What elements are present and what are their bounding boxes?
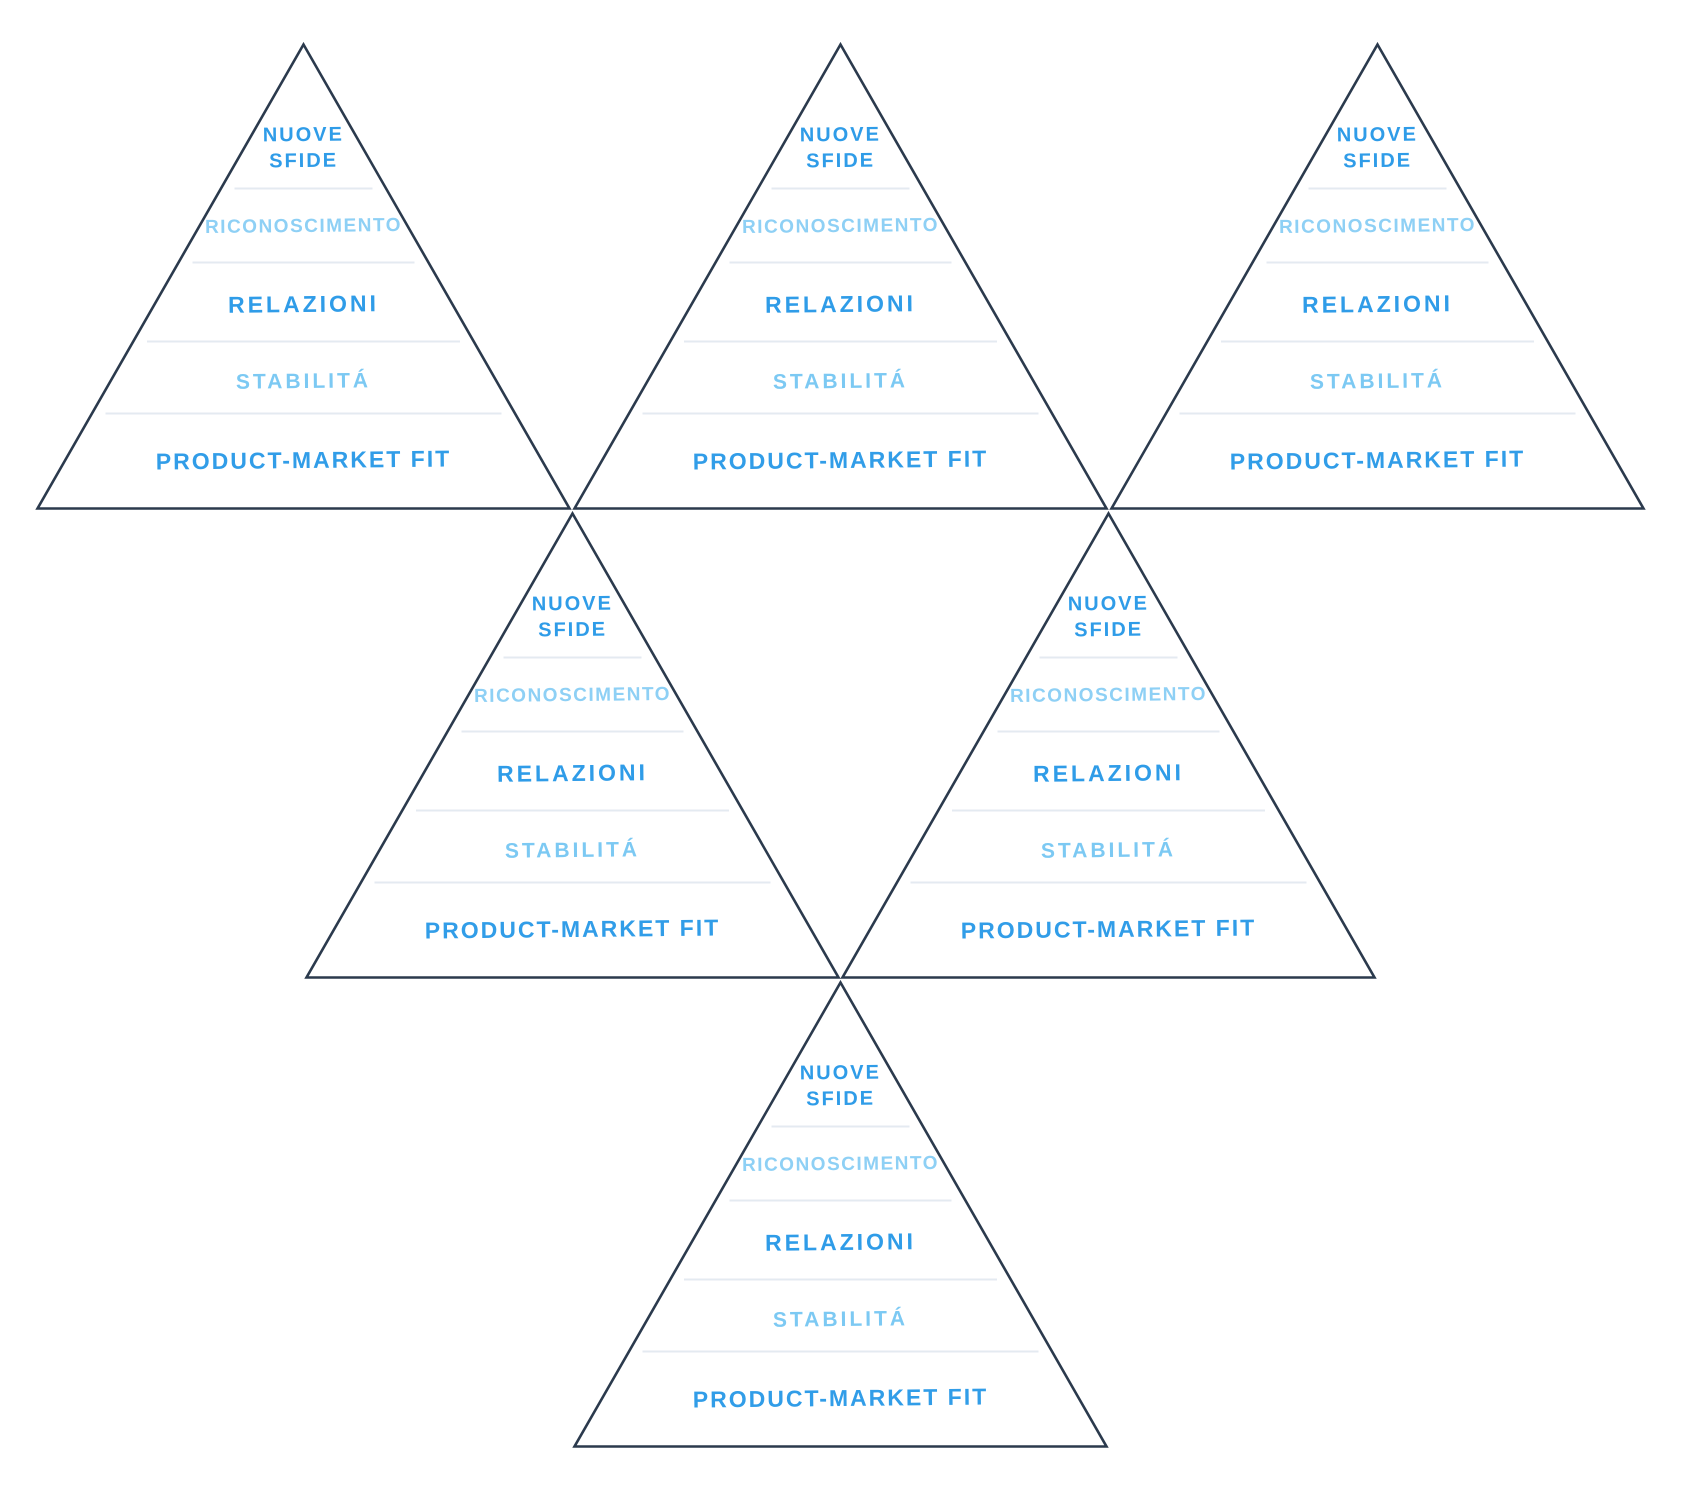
pyramid-outline: [304, 511, 841, 979]
level-label-product-market-fit: PRODUCT-MARKET FIT: [960, 914, 1257, 944]
pyramid-middle-right: NUOVE SFIDE RICONOSCIMENTO RELAZIONI STA…: [840, 511, 1377, 980]
pyramid-middle-left: NUOVE SFIDE RICONOSCIMENTO RELAZIONI STA…: [304, 511, 841, 980]
pyramid-shape: [572, 980, 1109, 1448]
level-label-product-market-fit: PRODUCT-MARKET FIT: [692, 445, 989, 475]
pyramid-outline: [35, 42, 572, 510]
pyramid-top-left: NUOVE SFIDE RICONOSCIMENTO RELAZIONI STA…: [35, 42, 572, 511]
pyramid-outline: [1109, 42, 1646, 510]
level-label-product-market-fit: PRODUCT-MARKET FIT: [692, 1383, 989, 1413]
level-label-relazioni: RELAZIONI: [227, 290, 380, 318]
pyramid-bottom: NUOVE SFIDE RICONOSCIMENTO RELAZIONI STA…: [572, 980, 1109, 1449]
level-label-product-market-fit: PRODUCT-MARKET FIT: [424, 914, 721, 944]
pyramid-outline: [572, 980, 1109, 1448]
pyramid-shape: [840, 511, 1377, 979]
pyramid-outline: [572, 42, 1109, 510]
pyramid-top-right: NUOVE SFIDE RICONOSCIMENTO RELAZIONI STA…: [1109, 42, 1646, 511]
pyramid-shape: [35, 42, 572, 510]
level-label-relazioni: RELAZIONI: [1032, 759, 1185, 787]
level-label-relazioni: RELAZIONI: [1301, 290, 1454, 318]
level-label-nuove-sfide: NUOVE SFIDE: [799, 123, 882, 173]
level-label-nuove-sfide: NUOVE SFIDE: [799, 1061, 882, 1111]
level-label-nuove-sfide: NUOVE SFIDE: [531, 592, 614, 642]
pyramid-shape: [1109, 42, 1646, 510]
level-label-product-market-fit: PRODUCT-MARKET FIT: [155, 445, 452, 475]
level-label-nuove-sfide: NUOVE SFIDE: [262, 123, 345, 173]
level-label-relazioni: RELAZIONI: [764, 1228, 917, 1256]
pyramid-top-center: NUOVE SFIDE RICONOSCIMENTO RELAZIONI STA…: [572, 42, 1109, 511]
level-label-relazioni: RELAZIONI: [764, 290, 917, 318]
level-label-nuove-sfide: NUOVE SFIDE: [1067, 592, 1150, 642]
level-label-nuove-sfide: NUOVE SFIDE: [1336, 123, 1419, 173]
pyramid-shape: [304, 511, 841, 979]
level-label-product-market-fit: PRODUCT-MARKET FIT: [1229, 445, 1526, 475]
pyramid-shape: [572, 42, 1109, 510]
level-label-relazioni: RELAZIONI: [496, 759, 649, 787]
pyramid-outline: [840, 511, 1377, 979]
